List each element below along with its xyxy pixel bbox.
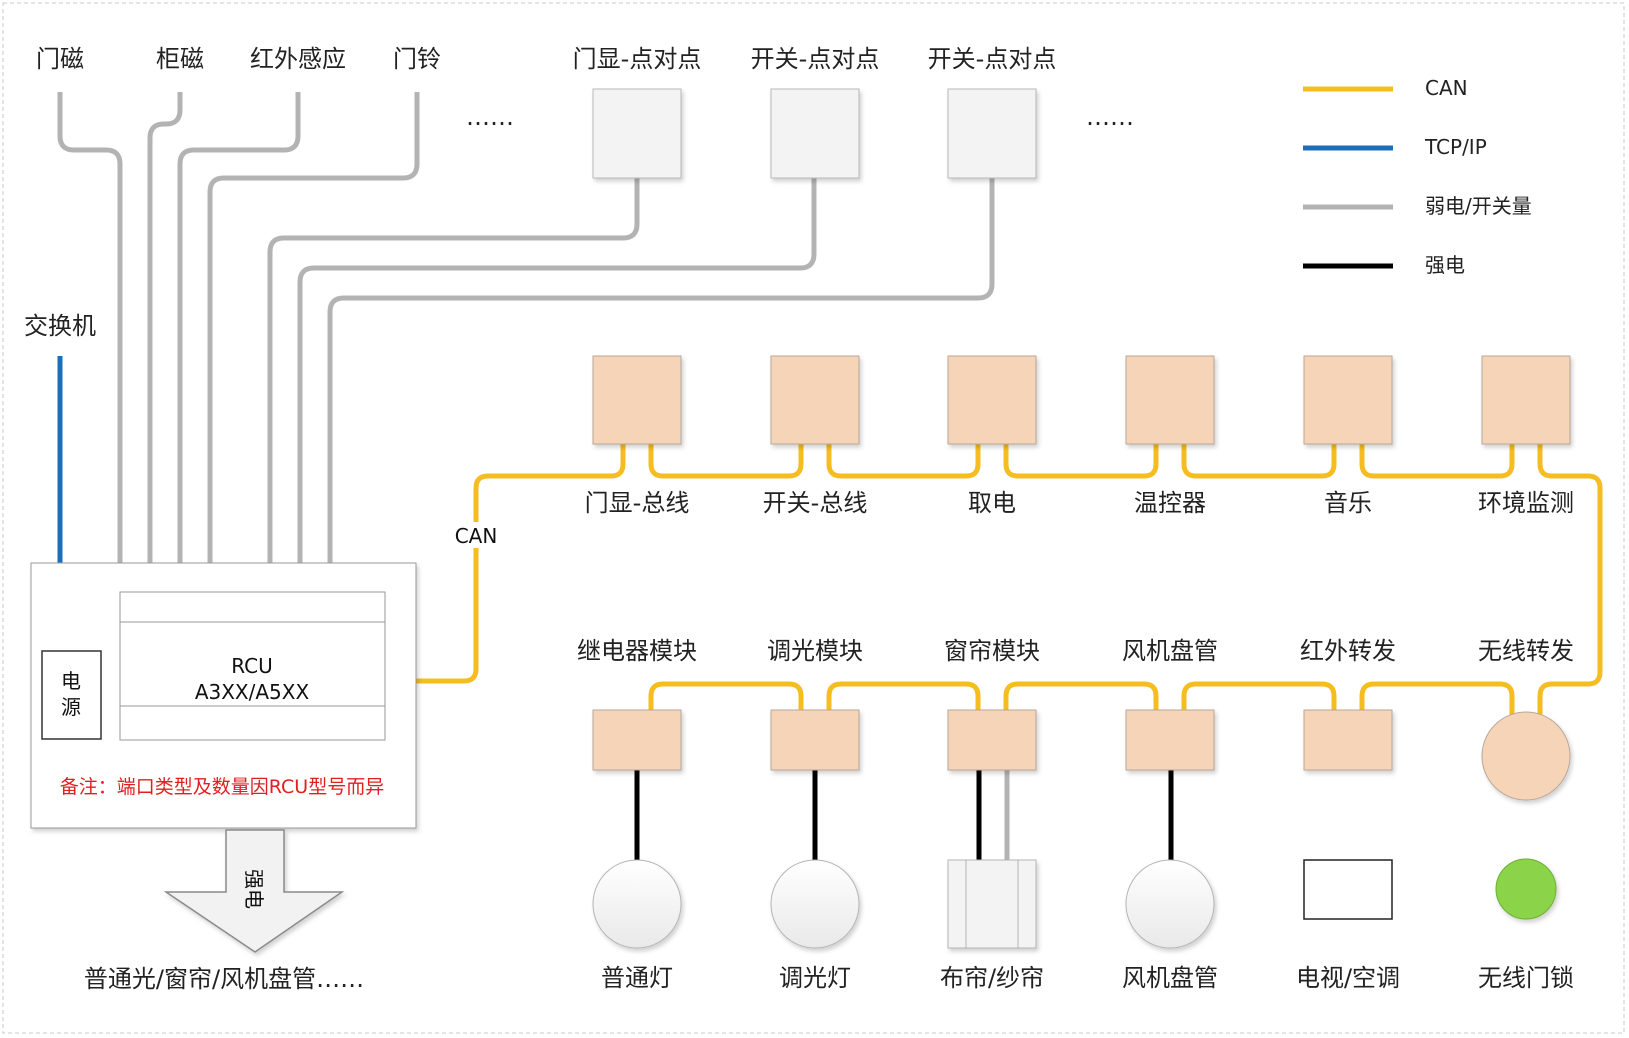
- can-r2-seg1: [648, 681, 804, 710]
- input-label-menling: 门铃: [393, 45, 441, 73]
- bus-row-2: 继电器模块 调光模块 窗帘模块 风机盘管 红外转发 无线转发: [577, 637, 1574, 801]
- rcu-note: 备注：端口类型及数量因RCU型号而异: [60, 776, 384, 798]
- can-r2-seg2: [826, 681, 981, 710]
- can-label: CAN: [455, 524, 498, 548]
- bus-label-switch: 开关-总线: [763, 489, 868, 517]
- strong-wires: [634, 770, 1174, 860]
- legend-label-weak: 弱电/开关量: [1425, 194, 1532, 218]
- p2p-label-2: 开关-点对点: [751, 45, 880, 73]
- top-inputs: 门磁 柜磁 红外感应 门铃 …… 门显-点对点 开关-点对点 开关-点对点 ……: [36, 45, 1134, 179]
- module-label-ir: 红外转发: [1300, 637, 1396, 665]
- curtain-frame: [947, 859, 1037, 949]
- ellipsis-right: ……: [1086, 103, 1134, 131]
- can-label-bg: [448, 522, 504, 548]
- device-label-lamp: 普通灯: [601, 964, 673, 992]
- rcu-model: A3XX/A5XX: [195, 680, 310, 704]
- can-r1-seg5: [1359, 444, 1515, 479]
- input-label-guici: 柜磁: [156, 45, 204, 73]
- module-label-wireless: 无线转发: [1478, 637, 1574, 665]
- rcu-unit: 电 源 RCU A3XX/A5XX 备注：端口类型及数量因RCU型号而异: [30, 562, 417, 829]
- wire-p2p-2: [297, 178, 817, 565]
- can-r1-seg3: [1003, 444, 1159, 479]
- wires: [57, 92, 1603, 860]
- module-label-dimmer: 调光模块: [767, 637, 863, 665]
- can-r1-seg1: [648, 444, 804, 479]
- device-label-tv-ac: 电视/空调: [1296, 964, 1400, 992]
- power-arrow-text: 普通光/窗帘/风机盘管……: [84, 965, 364, 993]
- power-label-1: 电: [61, 669, 81, 693]
- can-r2-seg4: [1181, 681, 1337, 710]
- bus-device-box: [1303, 355, 1393, 445]
- wire-p2p-1: [267, 178, 640, 565]
- curtain-icon: [947, 859, 1037, 949]
- can-r2-seg3: [1003, 681, 1159, 710]
- can-rcu-to-row1: [416, 444, 626, 684]
- can-r1-seg4: [1181, 444, 1337, 479]
- device-label-curtain: 布帘/纱帘: [940, 964, 1044, 992]
- bus-device-box: [1481, 355, 1571, 445]
- power-arrow: 强电 普通光/窗帘/风机盘管……: [84, 829, 364, 993]
- wire-p2p-3: [327, 178, 995, 565]
- wire-menling: [207, 92, 420, 565]
- device-label-fancoil: 风机盘管: [1122, 964, 1218, 992]
- module-label-curtain: 窗帘模块: [944, 637, 1040, 665]
- p2p-box-1: [592, 88, 682, 179]
- module-label-fancoil: 风机盘管: [1122, 637, 1218, 665]
- legend-label-tcp: TCP/IP: [1424, 135, 1487, 159]
- bus-label-env-monitor: 环境监测: [1478, 489, 1574, 517]
- module-box: [1125, 709, 1215, 771]
- input-label-hongwai: 红外感应: [250, 45, 346, 73]
- fancoil-icon: [1125, 859, 1215, 949]
- end-devices: 普通灯 调光灯 布帘/纱帘 风机盘管 电视/空调 无线门锁: [592, 858, 1574, 992]
- wire-menci: [57, 92, 123, 565]
- power-label-2: 源: [61, 695, 81, 719]
- input-label-menci: 门磁: [36, 45, 84, 73]
- bus-device-box: [947, 355, 1037, 445]
- module-label-relay: 继电器模块: [577, 637, 697, 665]
- module-box: [947, 709, 1037, 771]
- power-arrow-label: 强电: [242, 869, 266, 909]
- bus-label-card-power: 取电: [968, 489, 1016, 517]
- wire-guici: [147, 92, 183, 565]
- ellipsis-left: ……: [466, 103, 514, 131]
- module-box: [770, 709, 860, 771]
- legend-label-can: CAN: [1425, 76, 1468, 100]
- module-box: [592, 709, 682, 771]
- device-label-lock: 无线门锁: [1478, 964, 1574, 992]
- bus-device-box: [770, 355, 860, 445]
- p2p-label-1: 门显-点对点: [573, 45, 702, 73]
- bus-label-music: 音乐: [1324, 489, 1372, 517]
- power-arrow-shape: [163, 829, 345, 953]
- dimmable-lamp-icon: [770, 859, 860, 949]
- tv-ac-icon: [1303, 859, 1393, 920]
- can-r1-seg2: [826, 444, 981, 479]
- bus-device-box: [592, 355, 682, 445]
- lamp-icon: [592, 859, 682, 949]
- bus-device-box: [1125, 355, 1215, 445]
- rcu-name: RCU: [231, 654, 273, 678]
- power-box: [41, 650, 102, 740]
- switch-label: 交换机: [24, 312, 96, 340]
- legend-label-strong: 强电: [1425, 253, 1465, 277]
- can-right-link: [1537, 444, 1603, 716]
- legend: CAN TCP/IP 弱电/开关量 强电: [1303, 76, 1532, 277]
- wire-hongwai: [177, 92, 301, 565]
- weak-wires: [57, 92, 995, 565]
- device-label-dimmable-lamp: 调光灯: [779, 964, 851, 992]
- wireless-relay-circle: [1481, 711, 1571, 801]
- p2p-label-3: 开关-点对点: [928, 45, 1057, 73]
- can-bus: [416, 444, 1603, 716]
- p2p-box-3: [947, 88, 1037, 179]
- rcu-module: [119, 591, 386, 741]
- bus-label-thermostat: 温控器: [1134, 489, 1206, 517]
- p2p-box-2: [770, 88, 860, 179]
- bus-label-door-display: 门显-总线: [585, 489, 690, 517]
- bus-row-1: 门显-总线 开关-总线 取电 温控器 音乐 环境监测: [585, 355, 1574, 517]
- wireless-lock-icon: [1495, 858, 1557, 920]
- module-box: [1303, 709, 1393, 771]
- can-r2-seg5: [1359, 681, 1515, 716]
